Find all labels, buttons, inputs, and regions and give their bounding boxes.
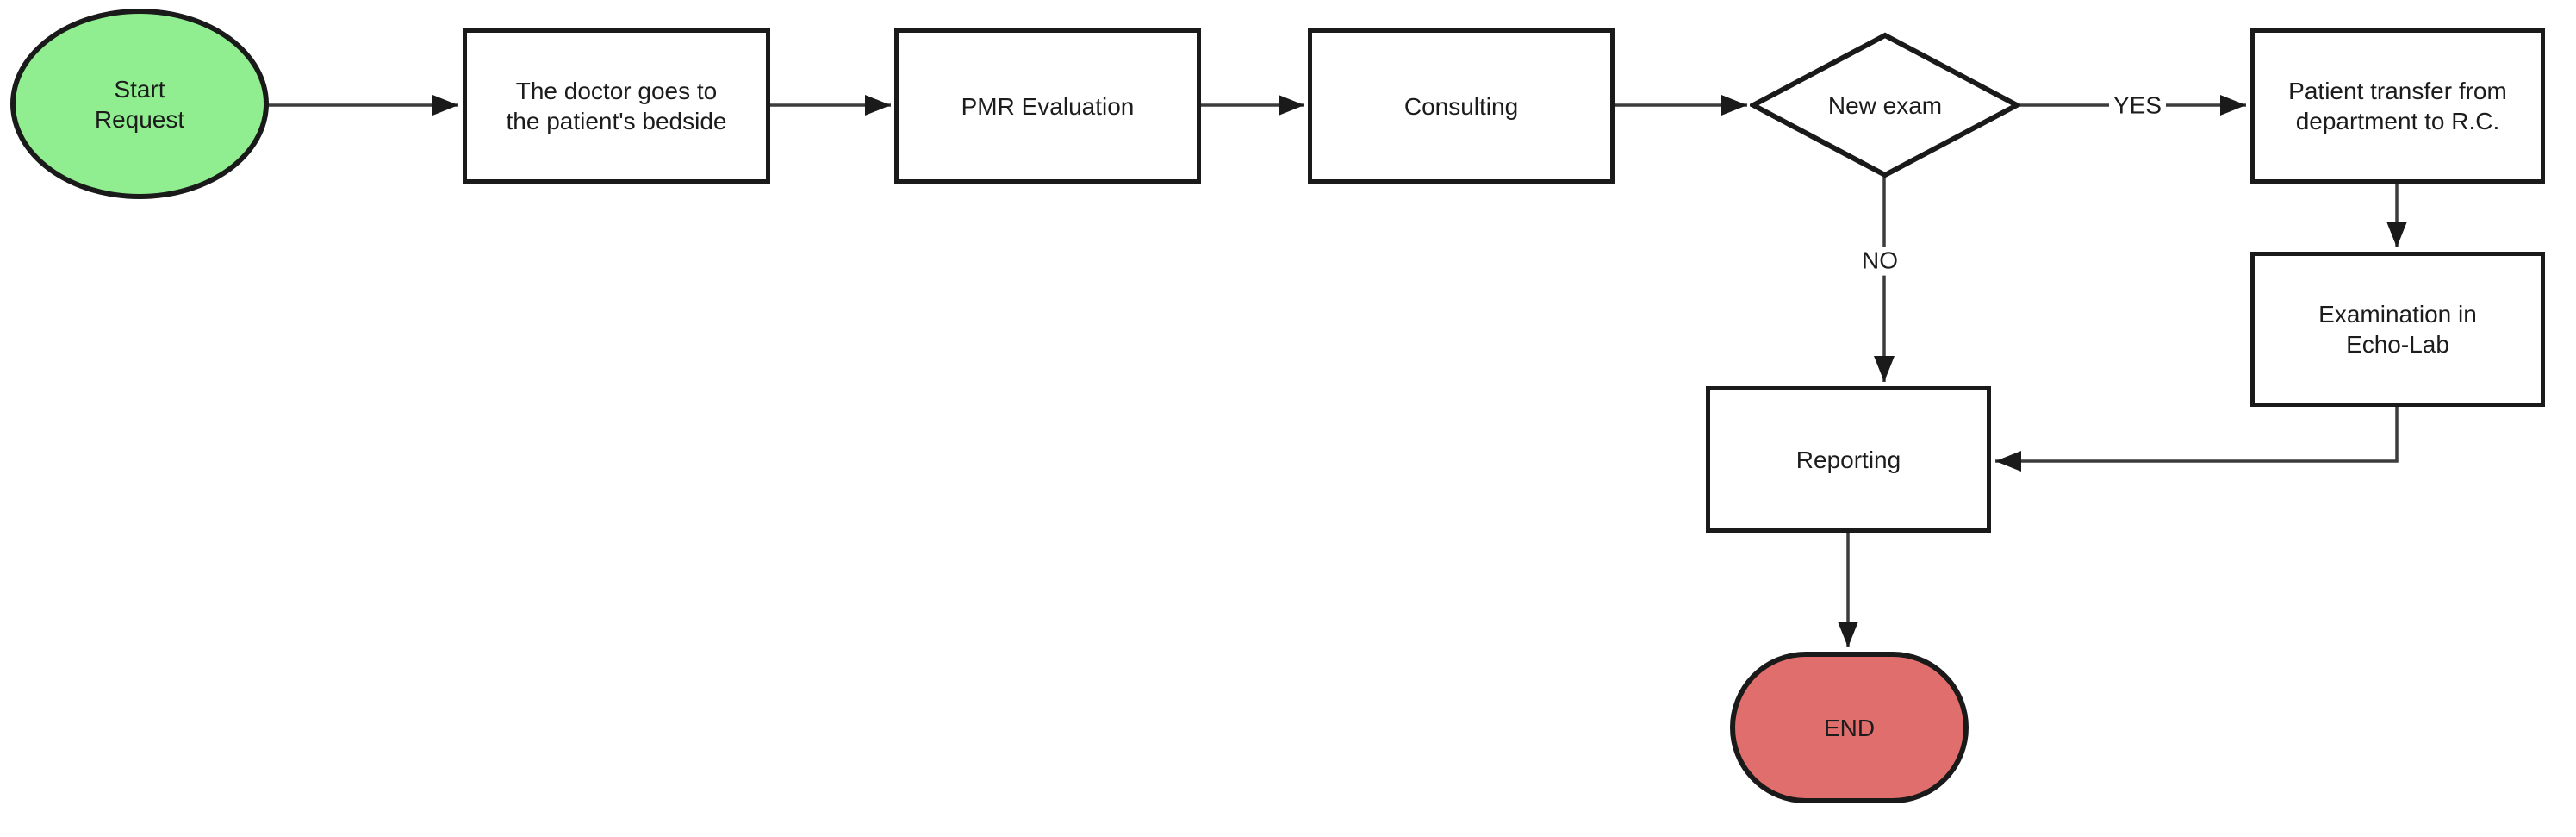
node-patient-transfer-label: Patient transfer from department to R.C. [2288,78,2507,134]
node-consulting-label: Consulting [1403,92,1519,120]
node-new-exam-label: New exam [1827,91,1943,119]
edge-label-no: NO [1857,247,1902,276]
node-start: Start Request [10,9,269,199]
decision-diamond-shape [1750,32,2020,178]
node-new-exam: New exam [1750,32,2020,178]
node-doctor-bedside: The doctor goes to the patient's bedside [463,28,770,184]
node-end: END [1730,652,1969,803]
node-reporting: Reporting [1706,386,1991,533]
node-pmr-evaluation: PMR Evaluation [894,28,1201,184]
node-start-label: Start Request [94,75,185,133]
edge-label-yes: YES [2108,91,2167,121]
edge-echolab-to-reporting [1995,404,2399,472]
node-end-label: END [1823,714,1876,741]
node-patient-transfer: Patient transfer from department to R.C. [2250,28,2545,184]
node-reporting-label: Reporting [1795,446,1901,473]
node-consulting: Consulting [1308,28,1615,184]
node-pmr-evaluation-label: PMR Evaluation [961,92,1135,120]
node-echo-lab: Examination in Echo-Lab [2250,252,2545,407]
node-echo-lab-label: Examination in Echo-Lab [2318,301,2477,358]
node-doctor-bedside-label: The doctor goes to the patient's bedside [506,78,727,134]
